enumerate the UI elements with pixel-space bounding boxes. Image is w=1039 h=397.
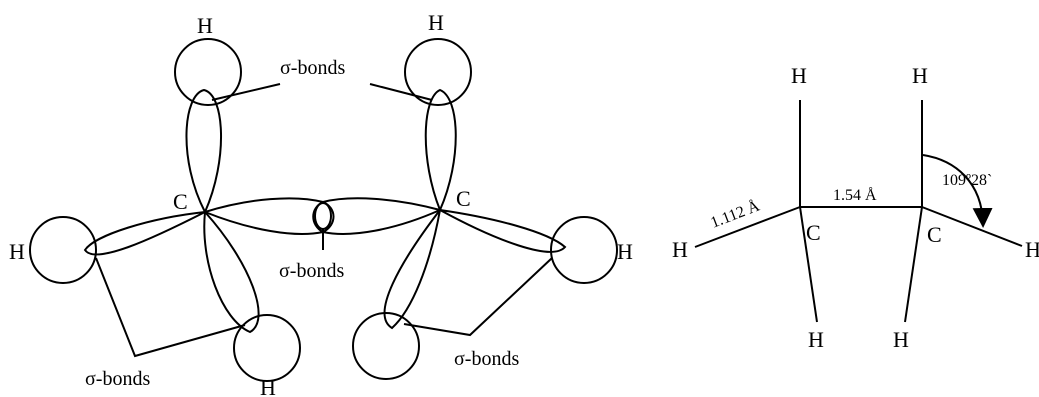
struct-label-c-right: C bbox=[927, 222, 942, 247]
bond-c-left-h-down bbox=[799, 206, 818, 323]
h-orbital-top-right bbox=[404, 38, 472, 106]
h-orbital-top-left bbox=[174, 38, 242, 106]
h-orbital-right bbox=[550, 216, 618, 284]
struct-label-h-top-right: H bbox=[912, 63, 928, 88]
structural-diagram: H H C C H H H H 1.112 Å 1.54 Å 109º28` bbox=[672, 63, 1039, 352]
sigma-leader-bottom-right bbox=[403, 257, 553, 337]
sigma-leader-bottom-left bbox=[95, 257, 246, 358]
bond-angle-label: 109º28` bbox=[942, 172, 992, 189]
struct-label-h-bottom-right: H bbox=[893, 327, 909, 352]
sigma-label-top: σ-bonds bbox=[280, 57, 345, 79]
h-orbital-left bbox=[29, 216, 97, 284]
struct-label-h-top-left: H bbox=[791, 63, 807, 88]
label-c-right: C bbox=[456, 186, 471, 211]
c-left-lobe-down bbox=[203, 209, 260, 334]
c-c-overlap-region bbox=[314, 202, 332, 230]
label-h-bottom-left: H bbox=[260, 375, 276, 397]
struct-label-h-bottom-left: H bbox=[808, 327, 824, 352]
bond-length-c-c: 1.54 Å bbox=[833, 186, 877, 204]
sigma-label-bottom-right: σ-bonds bbox=[454, 348, 519, 370]
sigma-leader-top-right bbox=[369, 83, 433, 101]
h-orbital-bottom-left bbox=[233, 314, 301, 382]
struct-label-h-right: H bbox=[1025, 237, 1039, 262]
sigma-label-center: σ-bonds bbox=[279, 260, 344, 282]
label-c-left: C bbox=[173, 189, 188, 214]
c-left-lobe-left bbox=[83, 211, 206, 256]
bond-c-left-h-left bbox=[694, 206, 801, 248]
sigma-label-bottom-left: σ-bonds bbox=[85, 368, 150, 390]
label-h-right: H bbox=[617, 239, 633, 264]
label-h-top-right: H bbox=[428, 10, 444, 35]
c-right-lobe-down bbox=[383, 209, 441, 330]
bond-c-right-h-down bbox=[904, 206, 923, 323]
c-left-lobe-up bbox=[185, 88, 222, 215]
bond-c-right-h-right bbox=[921, 206, 1023, 247]
bond-angle-arc bbox=[922, 154, 993, 228]
struct-label-c-left: C bbox=[806, 220, 821, 245]
label-h-left: H bbox=[9, 239, 25, 264]
c-right-lobe-right bbox=[439, 209, 567, 253]
c-right-lobe-up bbox=[424, 88, 457, 213]
c-right-lobe-left bbox=[312, 197, 443, 235]
h-orbital-bottom-right bbox=[352, 312, 420, 380]
orbital-overlap-diagram: H H C C H H H σ-bonds σ-bonds σ-bonds σ-… bbox=[9, 10, 633, 397]
bond-length-c-h: 1.112 Å bbox=[708, 197, 762, 232]
label-h-top-left: H bbox=[197, 13, 213, 38]
sigma-leader-top-left bbox=[211, 83, 281, 101]
struct-label-h-left: H bbox=[672, 237, 688, 262]
c-left-lobe-right bbox=[202, 197, 335, 235]
